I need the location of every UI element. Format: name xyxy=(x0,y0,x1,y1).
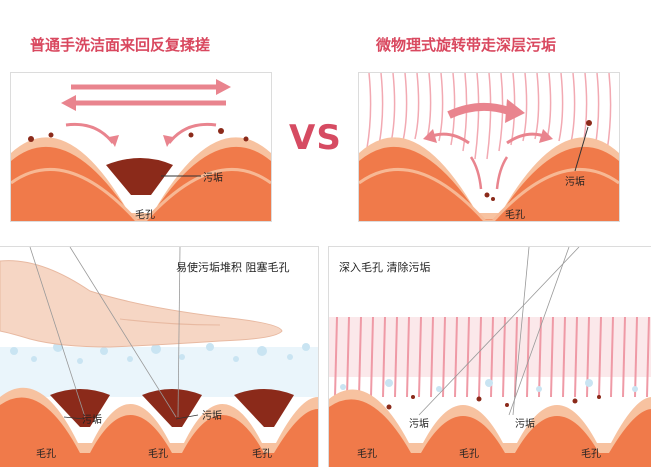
pore-label: 毛孔 xyxy=(459,449,479,460)
deep-clean-panel: 深入毛孔 清除污垢 污垢 污垢 毛孔 毛孔 毛孔 xyxy=(328,246,651,467)
pore-label: 毛孔 xyxy=(135,210,155,221)
pore-label: 毛孔 xyxy=(36,449,56,460)
dirt-label: 污垢 xyxy=(202,411,222,422)
vs-label: VS xyxy=(289,118,342,158)
rotating-brush-panel: 污垢 毛孔 xyxy=(358,72,620,222)
dirt-label: 污垢 xyxy=(203,173,223,184)
hand-wash-panel: 易使污垢堆积 阻塞毛孔 污垢 污垢 毛孔 毛孔 毛孔 xyxy=(0,246,319,467)
left-heading: 普通手洗洁面来回反复揉搓 xyxy=(30,36,211,54)
pore-label: 毛孔 xyxy=(252,449,272,460)
dirt-label: 污垢 xyxy=(409,419,429,430)
pore-label: 毛孔 xyxy=(505,210,525,221)
bottom-right-caption: 深入毛孔 清除污垢 xyxy=(339,261,431,274)
dirt-label: 污垢 xyxy=(82,415,102,426)
hand-wash-illustration xyxy=(0,247,318,467)
rotating-brush-illustration xyxy=(359,73,619,221)
pore-label: 毛孔 xyxy=(357,449,377,460)
deep-clean-illustration xyxy=(329,247,651,467)
dirt-label: 污垢 xyxy=(565,177,585,188)
manual-wash-panel: 污垢 毛孔 xyxy=(10,72,272,222)
manual-wash-illustration xyxy=(11,79,271,221)
pore-label: 毛孔 xyxy=(148,449,168,460)
pore-label: 毛孔 xyxy=(581,449,601,460)
right-heading: 微物理式旋转带走深层污垢 xyxy=(376,36,557,54)
bottom-left-caption: 易使污垢堆积 阻塞毛孔 xyxy=(176,261,290,274)
dirt-label: 污垢 xyxy=(515,419,535,430)
